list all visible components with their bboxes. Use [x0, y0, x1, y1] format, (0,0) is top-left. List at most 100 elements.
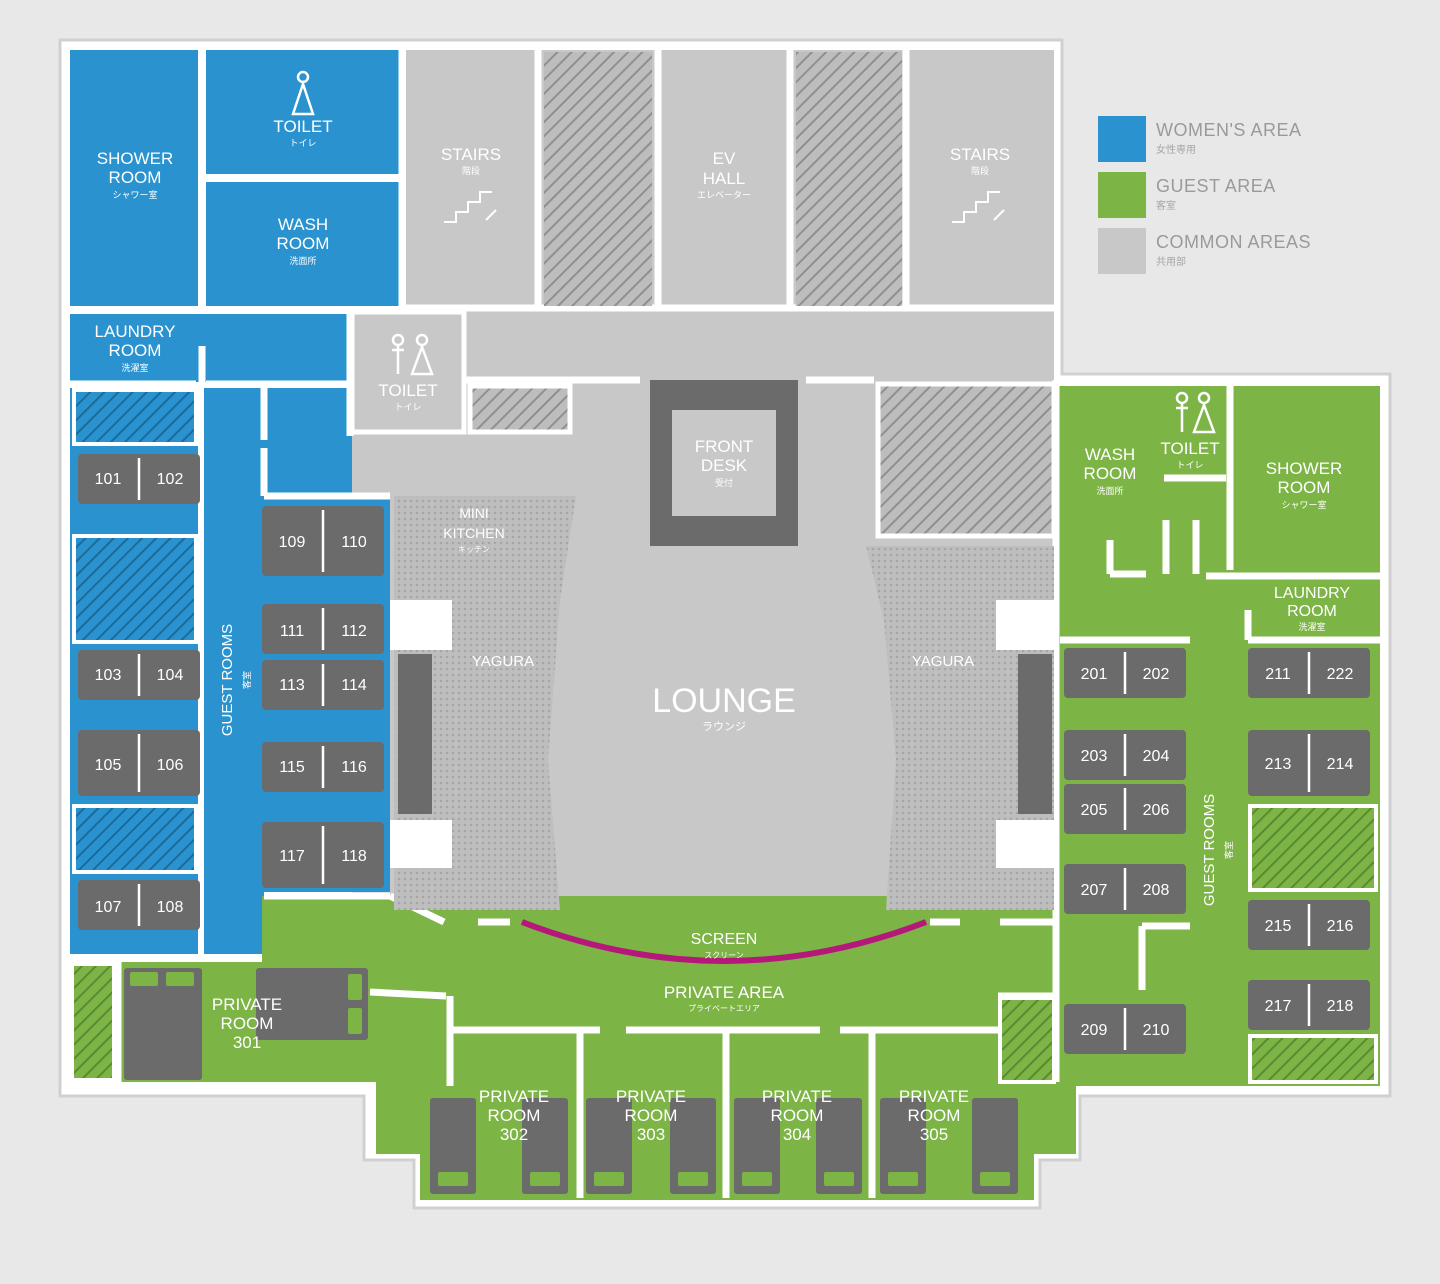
- private-room-303-label: PRIVATE: [616, 1087, 686, 1106]
- private-room-301-label: PRIVATE: [212, 995, 282, 1014]
- room-213: 213: [1265, 756, 1292, 773]
- room-214: 214: [1327, 756, 1354, 773]
- room-211: 211: [1265, 666, 1291, 683]
- wash-room-women-label-2: ROOM: [277, 234, 330, 253]
- room-210: 210: [1143, 1022, 1170, 1039]
- guest-rooms-guest-jp: 客室: [1223, 841, 1234, 859]
- ev-hall-label-2: HALL: [703, 169, 746, 188]
- service-shafts: [70, 52, 1378, 1084]
- laundry-room-guest-label: LAUNDRY: [1274, 585, 1351, 602]
- stairs-left-jp: 階段: [462, 165, 480, 176]
- laundry-room-guest-label-2: ROOM: [1287, 603, 1337, 620]
- bed-pillows: [130, 972, 1010, 1186]
- common-toilet: [349, 309, 467, 435]
- room-111: 111: [280, 623, 304, 640]
- legend-title-guest: GUEST AREA: [1156, 176, 1276, 196]
- private-room-302-label: PRIVATE: [479, 1087, 549, 1106]
- legend-sub-womens: 女性専用: [1156, 145, 1196, 156]
- private-room-301-number: 301: [233, 1033, 261, 1052]
- room-106: 106: [157, 757, 184, 774]
- shower-room-guest-label: SHOWER: [1266, 459, 1343, 478]
- stairs-right-label: STAIRS: [950, 145, 1010, 164]
- room-217: 217: [1265, 998, 1292, 1015]
- wash-room-women-jp: 洗面所: [289, 255, 316, 266]
- room-203: 203: [1081, 748, 1108, 765]
- private-room-302-label-2: ROOM: [488, 1106, 541, 1125]
- room-labels: SHOWER ROOM シャワー室 TOILET トイレ WASH ROOM 洗…: [95, 117, 1351, 1144]
- room-116: 116: [341, 759, 367, 776]
- toilet-common-label: TOILET: [378, 381, 437, 400]
- room-218: 218: [1327, 998, 1354, 1015]
- private-room-305-label: PRIVATE: [899, 1087, 969, 1106]
- stairs-left-label: STAIRS: [441, 145, 501, 164]
- room-109: 109: [279, 534, 306, 551]
- legend-item-common-areas: COMMON AREAS 共用部: [1098, 228, 1418, 284]
- room-117: 117: [279, 848, 305, 865]
- toilet-women-label: TOILET: [273, 117, 332, 136]
- screen-label: SCREEN: [691, 931, 758, 948]
- laundry-room-women-label-2: ROOM: [109, 341, 162, 360]
- screen-arc: [520, 919, 928, 964]
- private-room-303-number: 303: [637, 1125, 665, 1144]
- private-room-304-number: 304: [783, 1125, 811, 1144]
- mini-kitchen-label: MINI: [459, 505, 489, 521]
- private-room-302-number: 302: [500, 1125, 528, 1144]
- room-207: 207: [1081, 882, 1108, 899]
- room-113: 113: [279, 677, 305, 694]
- map-legend: WOMEN'S AREA 女性専用 GUEST AREA 客室 COMMON A…: [1098, 116, 1418, 284]
- legend-title-common: COMMON AREAS: [1156, 232, 1312, 252]
- room-204: 204: [1143, 748, 1170, 765]
- room-108: 108: [157, 899, 184, 916]
- private-room-304-label-2: ROOM: [771, 1106, 824, 1125]
- lounge-label: LOUNGE: [652, 682, 796, 720]
- legend-sub-guest: 客室: [1156, 201, 1176, 212]
- ev-hall-label: EV: [713, 149, 736, 168]
- legend-sub-common: 共用部: [1156, 257, 1186, 268]
- private-room-301-label-2: ROOM: [221, 1014, 274, 1033]
- legend-swatch-guest: [1098, 172, 1146, 218]
- shower-room-women-label-2: ROOM: [109, 168, 162, 187]
- shower-room-guest-jp: シャワー室: [1281, 499, 1326, 510]
- shower-room-women-label: SHOWER: [97, 149, 174, 168]
- private-room-303-label-2: ROOM: [625, 1106, 678, 1125]
- room-209: 209: [1081, 1022, 1108, 1039]
- yagura-right-label: YAGURA: [912, 653, 974, 670]
- room-110: 110: [341, 534, 367, 551]
- stairs-right-jp: 階段: [971, 165, 989, 176]
- front-desk-label-2: DESK: [701, 456, 748, 475]
- room-numbers: 101 102 103 104 105 106 107 108 109 110 …: [95, 471, 1354, 1039]
- wash-room-guest-jp: 洗面所: [1096, 485, 1123, 496]
- lounge-jp: ラウンジ: [702, 720, 746, 733]
- room-216: 216: [1327, 918, 1354, 935]
- walls: [70, 50, 1380, 1198]
- toilet-common-jp: トイレ: [394, 402, 421, 412]
- wash-room-women-label: WASH: [278, 215, 328, 234]
- toilet-guest-label: TOILET: [1160, 439, 1219, 458]
- laundry-room-women-label: LAUNDRY: [95, 322, 176, 341]
- room-101: 101: [95, 471, 122, 488]
- private-room-304-label: PRIVATE: [762, 1087, 832, 1106]
- room-115: 115: [279, 759, 305, 776]
- laundry-room-guest-jp: 洗濯室: [1298, 621, 1325, 632]
- yagura-areas: [390, 496, 1054, 910]
- legend-title-womens: WOMEN'S AREA: [1156, 120, 1302, 140]
- private-room-305-number: 305: [920, 1125, 948, 1144]
- room-118: 118: [341, 848, 367, 865]
- private-room-beds: [124, 968, 1018, 1194]
- guest-rooms-women-jp: 客室: [241, 671, 252, 689]
- screen-jp: スクリーン: [704, 951, 744, 960]
- room-206: 206: [1143, 802, 1170, 819]
- room-201: 201: [1081, 666, 1108, 683]
- room-205: 205: [1081, 802, 1108, 819]
- ev-hall-jp: エレベーター: [697, 190, 751, 200]
- toilet-guest-jp: トイレ: [1176, 460, 1203, 470]
- toilet-women-jp: トイレ: [289, 138, 316, 148]
- mini-kitchen-label-2: KITCHEN: [443, 525, 504, 541]
- legend-swatch-common: [1098, 228, 1146, 274]
- wash-room-guest-label: WASH: [1085, 445, 1135, 464]
- room-107: 107: [95, 899, 122, 916]
- front-desk-jp: 受付: [715, 477, 733, 488]
- room-202: 202: [1143, 666, 1170, 683]
- laundry-room-women-jp: 洗濯室: [121, 362, 148, 373]
